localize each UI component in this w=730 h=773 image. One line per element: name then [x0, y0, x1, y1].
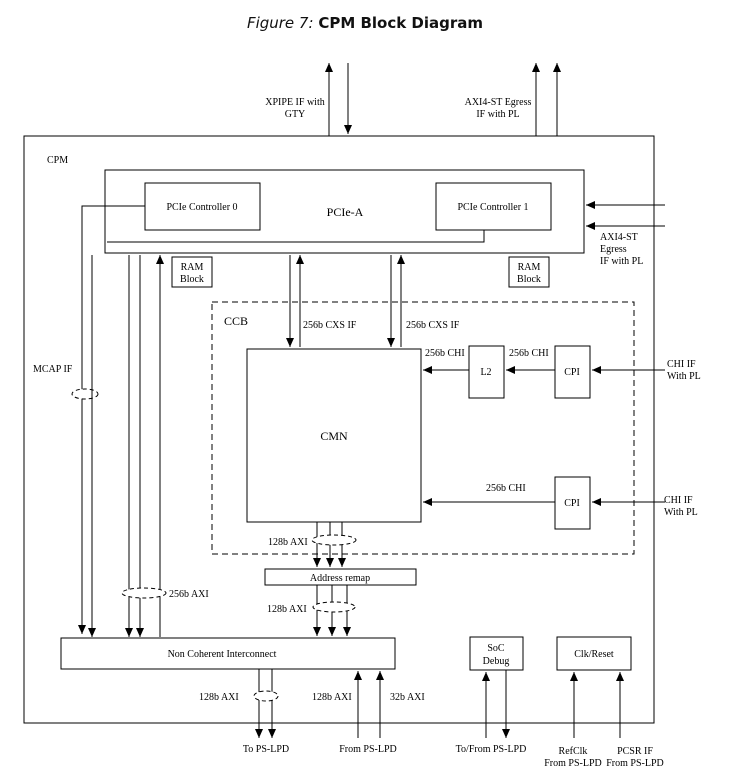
axi-128-remap-bus-marker — [312, 601, 356, 613]
xpipe-label-line1: XPIPE IF with — [265, 97, 324, 108]
clk-reset-block — [556, 636, 632, 671]
chi-if-bottom-line1: CHI IF — [664, 495, 693, 506]
soc-debug-line1: SoC — [487, 643, 505, 654]
chi-if-bottom-line2: With PL — [664, 507, 698, 518]
address-remap-block — [264, 568, 417, 586]
axi-32-label: 32b AXI — [390, 692, 425, 703]
cpi-top-block — [554, 345, 591, 399]
ccb-boundary — [211, 301, 635, 555]
refclk-line2: From PS-LPD — [544, 758, 602, 769]
figure-label: Figure 7: — [246, 14, 314, 32]
cmn-block — [246, 348, 422, 523]
chi-if-top-line2: With PL — [667, 371, 701, 382]
l2-block — [468, 345, 505, 399]
cpi-bottom-label: CPI — [564, 498, 580, 509]
axi-256-bus-marker — [121, 587, 167, 599]
mcap-if-label: MCAP IF — [33, 364, 73, 375]
chi-l2-cpi-label: 256b CHI — [509, 348, 549, 359]
controller1-to-nci-path — [107, 230, 485, 243]
chi-bottom-label: 256b CHI — [486, 483, 526, 494]
cmn-label: CMN — [320, 429, 348, 443]
axi-128-to-ps-label: 128b AXI — [199, 692, 239, 703]
soc-debug-block — [469, 636, 524, 671]
non-coherent-interconnect-block — [60, 637, 396, 670]
figure-title: CPM Block Diagram — [318, 14, 484, 32]
non-coherent-interconnect-label: Non Coherent Interconnect — [168, 649, 277, 660]
ram-block-left — [171, 256, 213, 288]
refclk-line1: RefClk — [559, 746, 588, 757]
ram-block-right-line2: Block — [517, 274, 541, 285]
pcsr-if-line2: From PS-LPD — [606, 758, 664, 769]
axi-256-label: 256b AXI — [169, 589, 209, 600]
axi-128-cmn-label: 128b AXI — [268, 537, 308, 548]
axi-128-cmn-bus-marker — [311, 534, 357, 546]
ram-block-right — [508, 256, 550, 288]
pcie-controller-0 — [144, 182, 261, 231]
cpm-label: CPM — [47, 155, 68, 166]
cpi-top-label: CPI — [564, 367, 580, 378]
figure-caption: Figure 7: CPM Block Diagram — [0, 14, 730, 32]
xpipe-label-line2: GTY — [285, 109, 306, 120]
ram-block-left-line1: RAM — [181, 262, 204, 273]
ram-block-left-line2: Block — [180, 274, 204, 285]
clk-reset-label: Clk/Reset — [574, 649, 614, 660]
cxs-if-right-label: 256b CXS IF — [406, 320, 460, 331]
l2-label: L2 — [480, 367, 491, 378]
axi-128-remap-label: 128b AXI — [267, 604, 307, 615]
chi-if-top-line1: CHI IF — [667, 359, 696, 370]
ram-block-right-line1: RAM — [518, 262, 541, 273]
axi4-egress-right-line2: Egress — [600, 244, 627, 255]
chi-cmn-l2-label: 256b CHI — [425, 348, 465, 359]
axi-128-from-ps-label: 128b AXI — [312, 692, 352, 703]
cpi-bottom-block — [554, 476, 591, 530]
address-remap-label: Address remap — [310, 573, 370, 584]
to-from-ps-lpd-label: To/From PS-LPD — [456, 744, 527, 755]
pcie-controller-1-label: PCIe Controller 1 — [457, 202, 528, 213]
to-ps-lpd-label: To PS-LPD — [243, 744, 289, 755]
axi4-egress-top-line2: IF with PL — [476, 109, 519, 120]
pcie-controller-0-label: PCIe Controller 0 — [166, 202, 237, 213]
from-ps-lpd-label: From PS-LPD — [339, 744, 397, 755]
pcie-a-label: PCIe-A — [327, 205, 364, 219]
soc-debug-line2: Debug — [483, 656, 510, 667]
cxs-if-left-label: 256b CXS IF — [303, 320, 357, 331]
axi-128-to-ps-bus-marker — [253, 690, 279, 702]
axi4-egress-right-line1: AXI4-ST — [600, 232, 638, 243]
mcap-bus-marker — [71, 388, 99, 400]
mcap-path — [78, 205, 145, 634]
pcsr-if-line1: PCSR IF — [617, 746, 653, 757]
ccb-label: CCB — [224, 314, 248, 328]
axi4-egress-right-line3: IF with PL — [600, 256, 643, 267]
axi4-egress-top-line1: AXI4-ST Egress — [465, 97, 532, 108]
pcie-controller-1 — [435, 182, 552, 231]
